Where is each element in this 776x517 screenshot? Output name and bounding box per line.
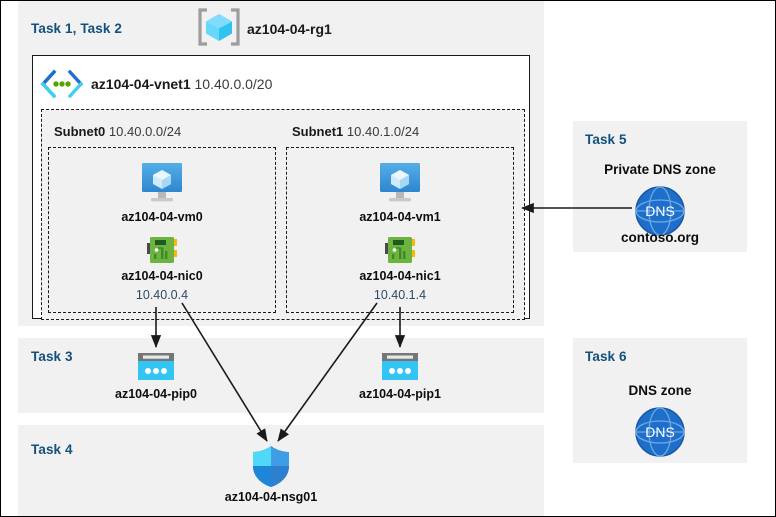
virtual-machine-icon: [376, 161, 424, 205]
virtual-network-name: az104-04-vnet1: [91, 76, 191, 92]
subnet0-prefix: 10.40.0.0/24: [108, 124, 182, 139]
network-interface-icon: [144, 235, 180, 265]
subnet0-name: Subnet0: [54, 124, 106, 139]
nic1-label: az104-04-nic1: [359, 269, 441, 283]
public-ip-address-icon: [380, 351, 420, 383]
virtual-machine-icon: [138, 161, 186, 205]
dns-zone-icon: DNS: [634, 406, 686, 458]
dns-zone-icon: DNS: [634, 185, 686, 237]
subnet1-prefix: 10.40.1.0/24: [346, 124, 420, 139]
svg-text:DNS: DNS: [645, 203, 675, 219]
resource-group-name: az104-04-rg1: [247, 21, 332, 37]
pip1-label: az104-04-pip1: [359, 387, 441, 401]
resource-group-name-wrap: az104-04-rg1: [247, 21, 332, 37]
dns-zone-title: DNS zone: [628, 383, 692, 398]
virtual-network-icon: [39, 69, 85, 99]
nsg-label: az104-04-nsg01: [224, 490, 318, 504]
network-security-group-icon: [250, 444, 292, 488]
private-dns-zone-name: contoso.org: [621, 230, 699, 245]
task-label-private-dns: Task 5: [585, 132, 627, 147]
subnet0-box: [48, 147, 276, 313]
private-dns-zone-title: Private DNS zone: [604, 162, 716, 177]
network-interface-icon: [382, 235, 418, 265]
task-label-pip: Task 3: [31, 349, 73, 364]
nic1-ip: 10.40.1.4: [373, 288, 427, 302]
subnet1-title: Subnet1 10.40.1.0/24: [292, 124, 419, 139]
resource-group-icon: [197, 7, 241, 47]
nic0-label: az104-04-nic0: [121, 269, 203, 283]
task-label-nsg: Task 4: [31, 442, 73, 457]
vm1-label: az104-04-vm1: [359, 210, 441, 224]
virtual-network-title: az104-04-vnet1 10.40.0.0/20: [91, 76, 272, 92]
public-ip-panel: [18, 338, 544, 413]
public-ip-address-icon: [136, 351, 176, 383]
virtual-network-address-space: 10.40.0.0/20: [194, 76, 273, 92]
task-label-dns: Task 6: [585, 349, 627, 364]
svg-text:DNS: DNS: [645, 424, 675, 440]
subnet1-name: Subnet1: [292, 124, 344, 139]
nic0-ip: 10.40.0.4: [135, 288, 189, 302]
pip0-label: az104-04-pip0: [115, 387, 197, 401]
task-label-rg: Task 1, Task 2: [31, 21, 122, 36]
vm0-label: az104-04-vm0: [121, 210, 203, 224]
subnets-container: [41, 109, 525, 320]
subnet0-title: Subnet0 10.40.0.0/24: [54, 124, 181, 139]
